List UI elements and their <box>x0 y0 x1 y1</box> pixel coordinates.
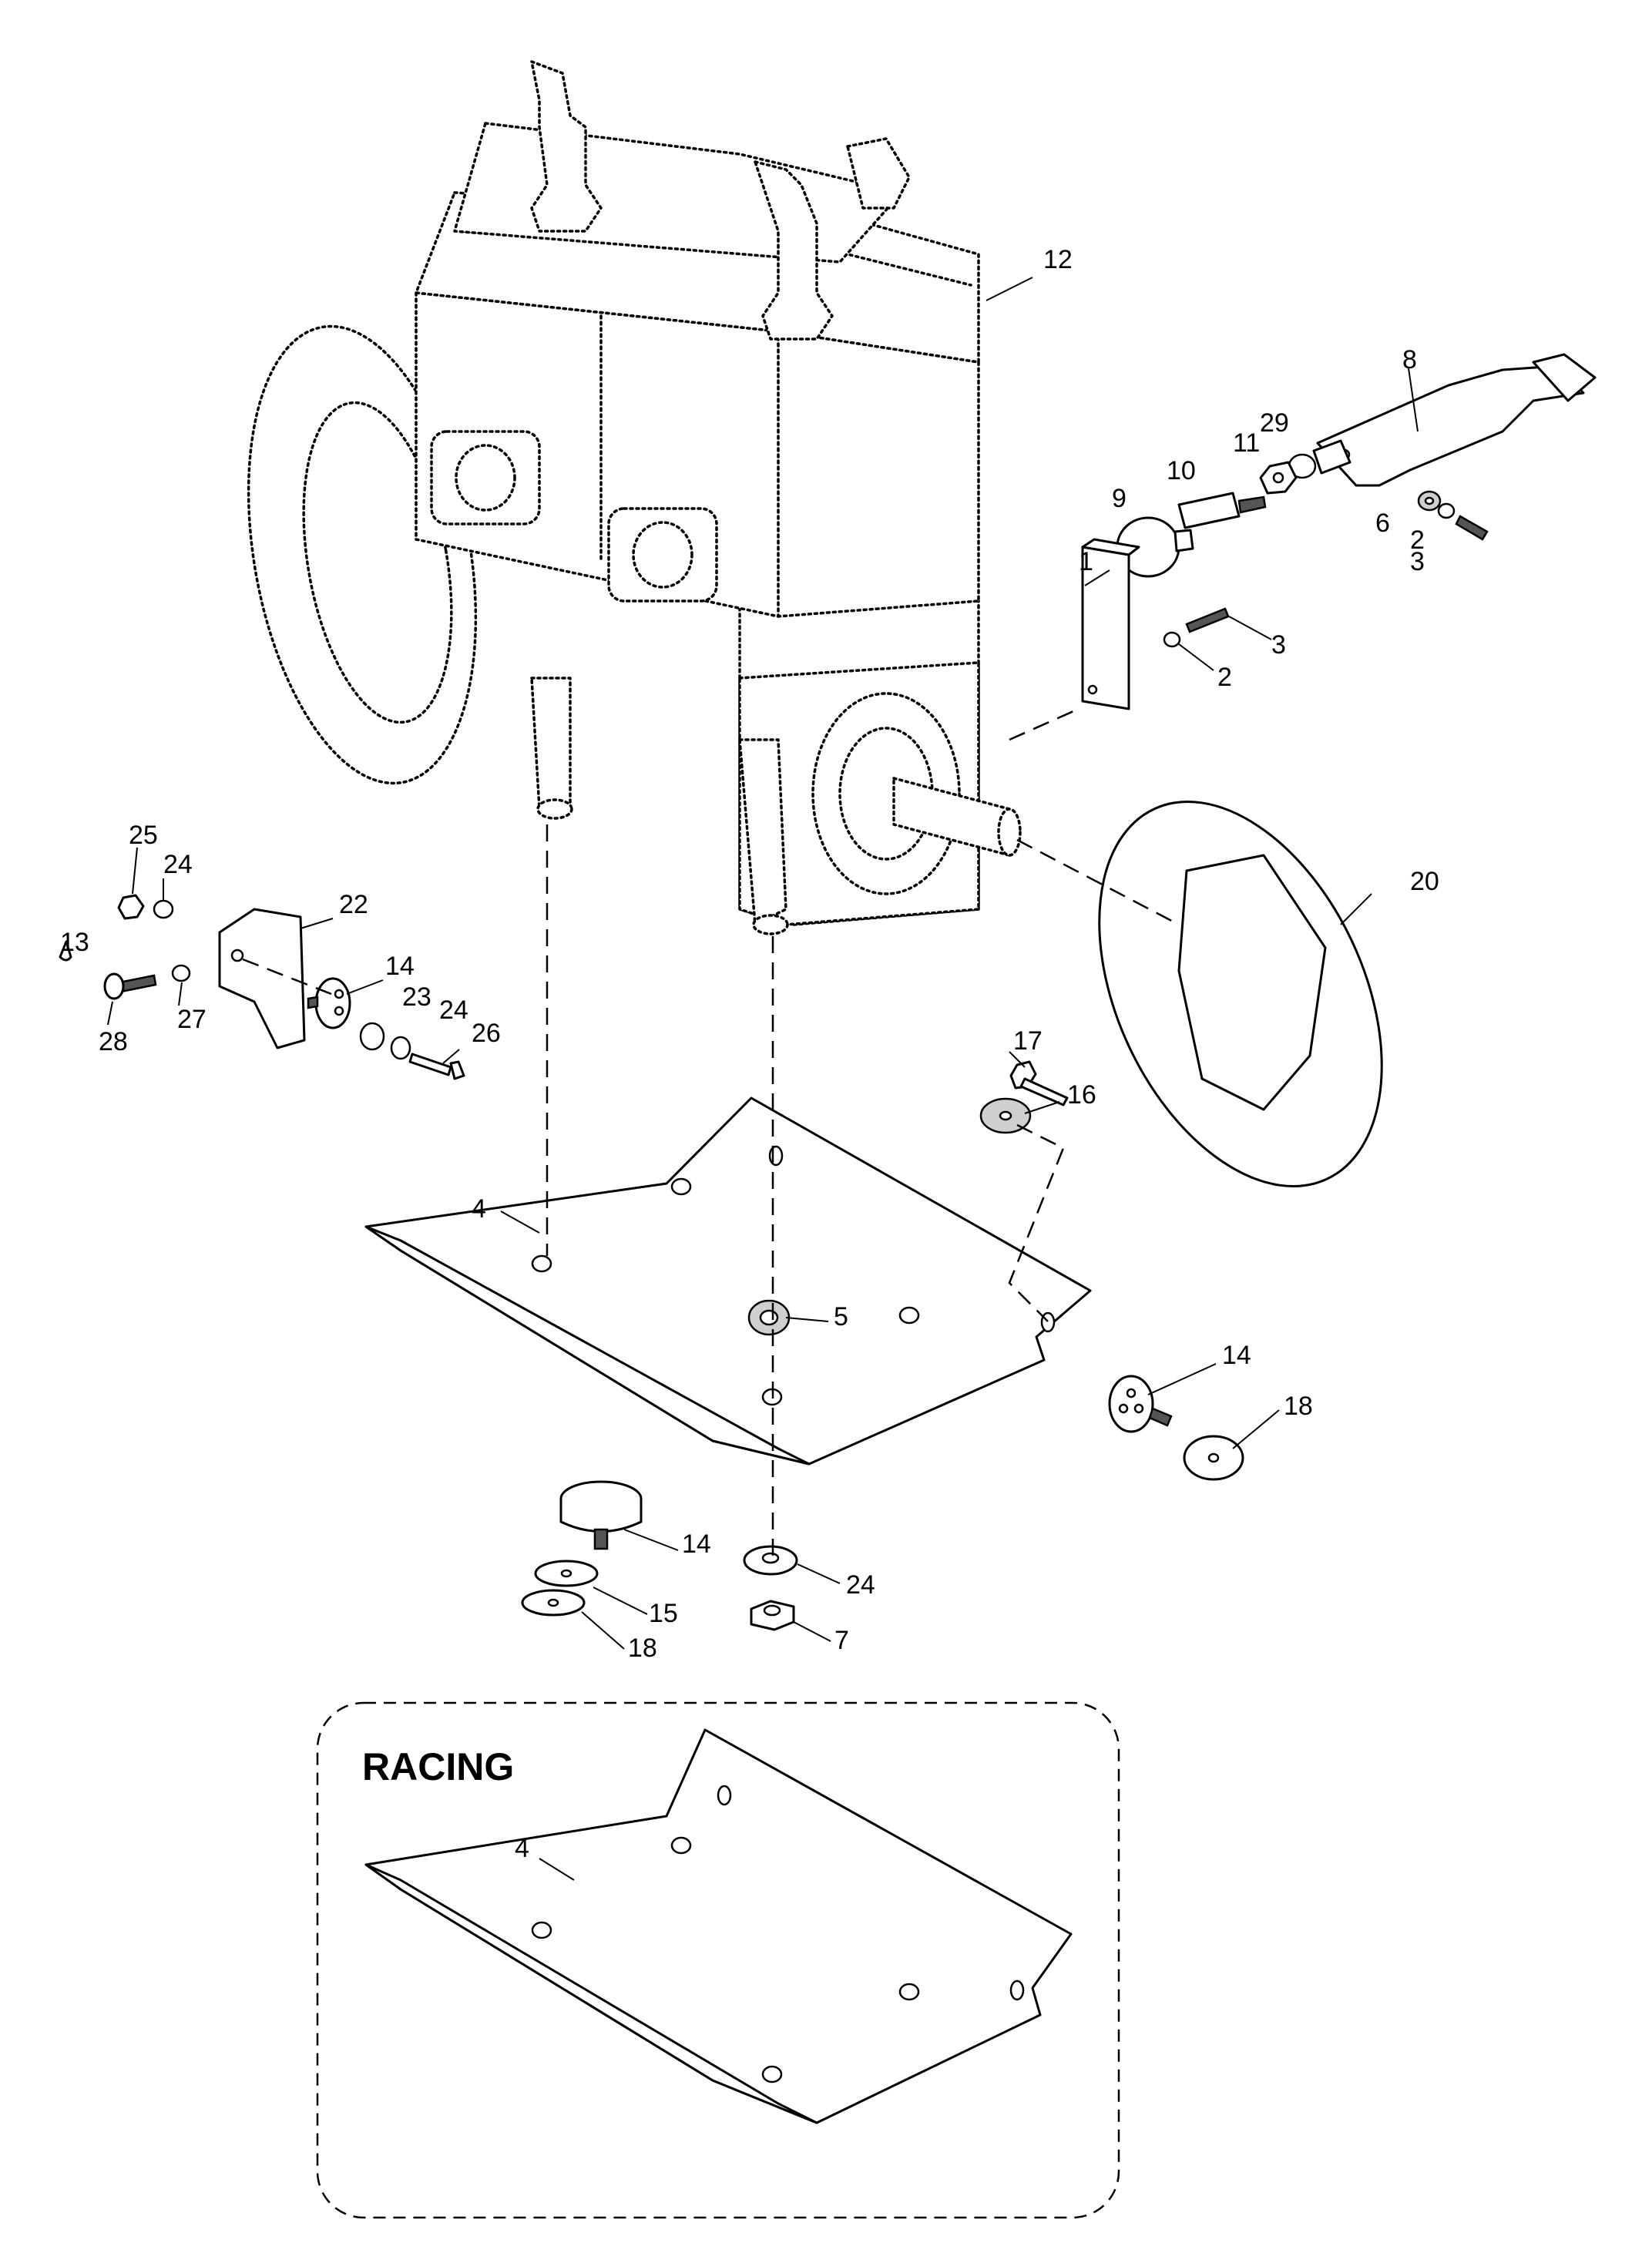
callout-23: 23 <box>402 982 431 1012</box>
callout-14: 14 <box>1222 1341 1251 1370</box>
callout-9: 9 <box>1112 484 1127 513</box>
callout-3: 3 <box>1410 547 1425 576</box>
callout-18: 18 <box>1284 1392 1313 1421</box>
part-20-plate <box>1098 800 1383 1188</box>
callout-24: 24 <box>846 1570 875 1600</box>
part-7-nut <box>750 1600 795 1631</box>
callout-25: 25 <box>129 821 158 850</box>
callout-2: 2 <box>1217 663 1232 692</box>
callout-12: 12 <box>1043 245 1073 274</box>
part-2-washers <box>1163 502 1456 648</box>
leader-lines <box>107 277 1419 1650</box>
part-1-plate <box>1081 538 1140 710</box>
callout-24: 24 <box>439 996 468 1025</box>
callout-4: 4 <box>472 1194 486 1224</box>
racing-inset-title: RACING <box>362 1745 514 1788</box>
part-24-washer-bottom <box>743 1545 798 1576</box>
part-14-rubber-mount-right <box>1108 1375 1173 1433</box>
part-4-engine-plate <box>364 1096 1092 1466</box>
racing-inset-frame <box>316 1701 1120 2219</box>
part-11-nut <box>1259 461 1298 495</box>
racing-inset: RACING <box>316 1701 1120 2219</box>
callout-10: 10 <box>1167 456 1196 485</box>
callout-29: 29 <box>1260 408 1289 438</box>
part-15-18-washers-bottom <box>521 1560 599 1617</box>
callout-16: 16 <box>1067 1080 1096 1110</box>
part-18-washer-right <box>1183 1435 1244 1481</box>
callout-20: 20 <box>1410 867 1439 896</box>
callout-5: 5 <box>834 1302 848 1331</box>
part-22-bracket <box>218 908 306 1049</box>
callout-22: 22 <box>339 890 368 919</box>
part-4-racing-plate <box>364 1728 1073 2124</box>
callout-4: 4 <box>515 1834 529 1863</box>
part-29-spacer <box>1288 439 1351 479</box>
callout-3: 3 <box>1271 630 1286 660</box>
callout-14: 14 <box>682 1529 711 1559</box>
callout-17: 17 <box>1013 1026 1043 1056</box>
part-14-rubber-mount-bottom <box>559 1480 643 1550</box>
alignment-lines <box>242 707 1180 1556</box>
callout-1: 1 <box>1079 547 1093 576</box>
callout-2: 2 <box>1410 525 1425 555</box>
callout-24: 24 <box>163 850 193 879</box>
part-17-bolt <box>1009 1060 1069 1106</box>
callout-26: 26 <box>472 1019 501 1048</box>
callout-numbers: 1223344567891011121314141415161718182022… <box>60 245 1439 1863</box>
left-small-hardware <box>59 894 465 1080</box>
callout-7: 7 <box>834 1626 849 1655</box>
callout-27: 27 <box>177 1005 206 1034</box>
part-6-washer <box>1417 490 1442 512</box>
part-8-bracket <box>1316 353 1597 487</box>
callout-11: 11 <box>1233 428 1260 458</box>
callout-6: 6 <box>1375 509 1390 538</box>
part-3-bolts <box>1185 515 1489 633</box>
callout-14: 14 <box>385 952 415 981</box>
callout-18: 18 <box>628 1634 657 1663</box>
callout-28: 28 <box>99 1027 128 1056</box>
callout-13: 13 <box>60 928 89 957</box>
part-14-rubber-mount-left <box>307 977 351 1029</box>
part-10-stud <box>1177 492 1267 529</box>
part-16-washer <box>979 1097 1032 1134</box>
engine-block <box>247 60 1022 935</box>
callout-8: 8 <box>1402 345 1417 374</box>
callout-15: 15 <box>649 1599 678 1628</box>
